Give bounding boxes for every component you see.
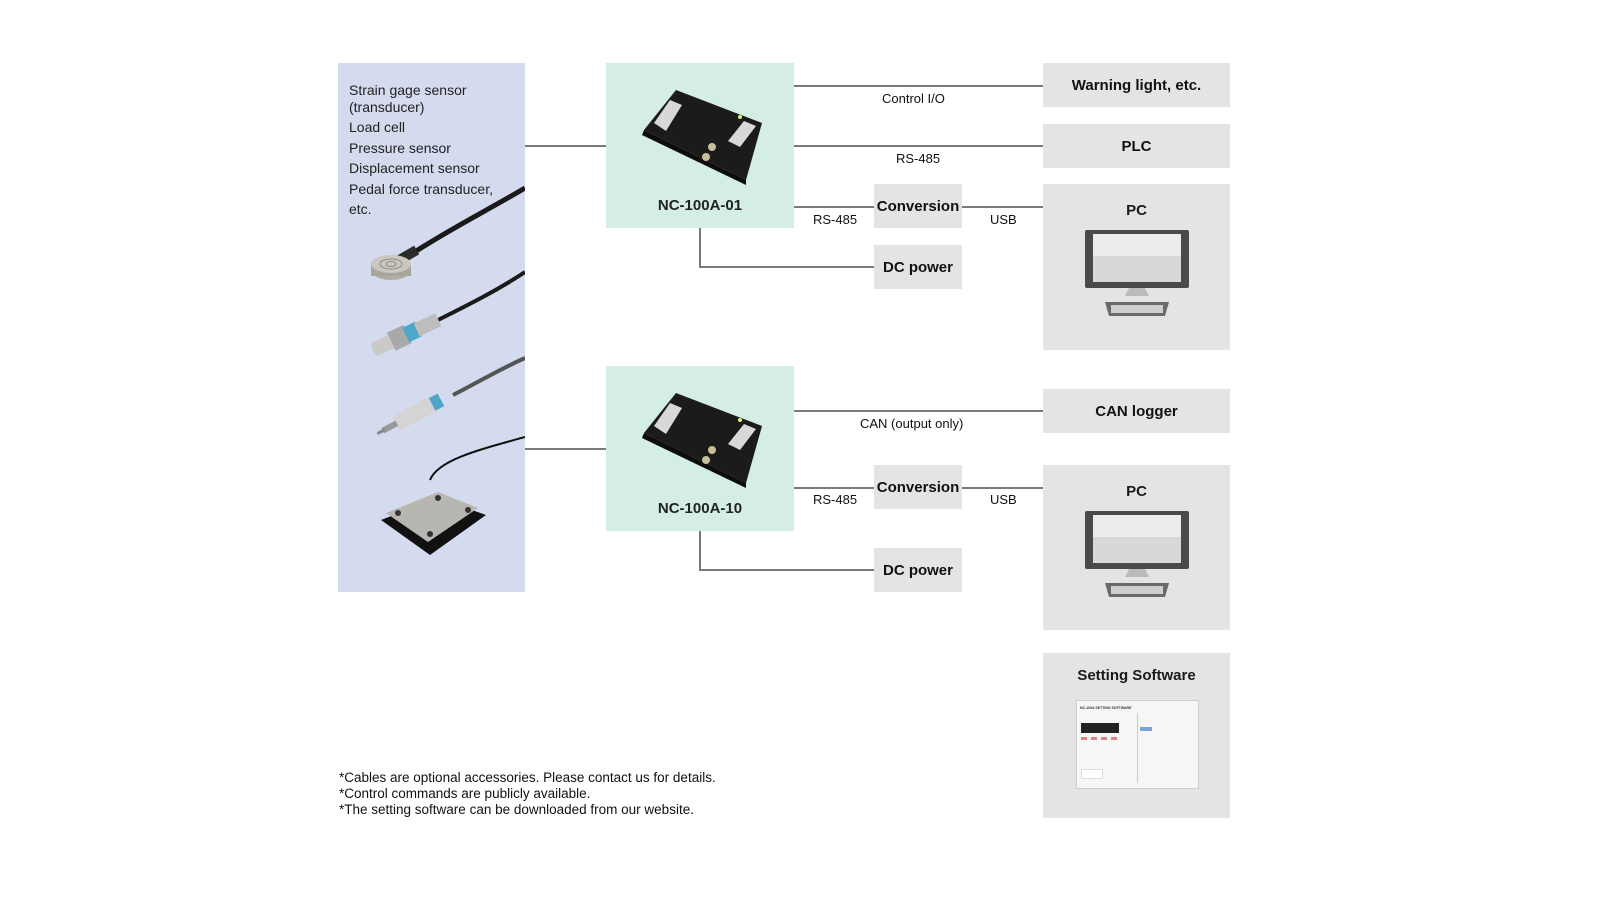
sensor-item: (transducer): [349, 98, 425, 115]
control-io-line: [794, 85, 1043, 87]
sensor-item: Strain gage sensor: [349, 82, 467, 98]
footnote: *Cables are optional accessories. Please…: [339, 770, 716, 785]
footnote: *The setting software can be downloaded …: [339, 802, 694, 817]
sensor-images: [371, 185, 525, 555]
control-io-label: Control I/O: [882, 91, 945, 106]
rs485-conv-label: RS-485: [813, 492, 858, 507]
can-logger-box: CAN logger: [1043, 389, 1230, 433]
usb-line: [962, 487, 1043, 489]
pc-monitor-icon: [1085, 511, 1189, 597]
dc-power-vertical-line: [699, 228, 701, 267]
device-model-label: NC-100A-01: [657, 197, 743, 214]
pressure-sensor-image: [371, 270, 525, 356]
dc-power-line: [699, 569, 874, 571]
sensor-to-device1-line: [525, 145, 606, 147]
warning-light-box: Warning light, etc.: [1043, 63, 1230, 107]
pc-title: PC: [1126, 483, 1147, 500]
pc-monitor-icon: [1085, 230, 1189, 316]
dc-power-box: DC power: [874, 548, 962, 592]
software-field: [1081, 769, 1103, 779]
displacement-sensor-image: [376, 356, 525, 435]
rs485-conv-line: [794, 206, 874, 208]
conversion-box: Conversion: [874, 465, 962, 509]
sensor-list: Strain gage sensor (transducer) Load cel…: [349, 80, 493, 220]
pedal-force-transducer-image: [381, 436, 525, 555]
sensor-item: Load cell: [349, 119, 406, 135]
device-nc-100a-10: NC-100A-10: [606, 366, 794, 531]
device-nc-100a-01: NC-100A-01: [606, 63, 794, 228]
rs485-plc-line: [794, 145, 1043, 147]
usb-line: [962, 206, 1043, 208]
usb-label: USB: [990, 492, 1017, 507]
software-indicator: [1091, 737, 1097, 740]
footnote: *Control commands are publicly available…: [339, 786, 591, 801]
software-divider: [1137, 713, 1138, 783]
software-indicator: [1111, 737, 1117, 740]
usb-label: USB: [990, 212, 1017, 227]
footnotes: *Cables are optional accessories. Please…: [339, 770, 716, 818]
sensor-item: Pedal force transducer,: [349, 180, 493, 197]
software-indicator: [1101, 737, 1107, 740]
software-indicator: [1081, 737, 1087, 740]
dc-power-vertical-line: [699, 531, 701, 570]
sensor-item: Displacement sensor: [349, 160, 480, 176]
conversion-box: Conversion: [874, 184, 962, 228]
dc-power-line: [699, 266, 874, 268]
device-model-label: NC-100A-10: [657, 500, 743, 517]
sensor-to-device2-line: [525, 448, 606, 450]
amplifier-device-icon: [642, 90, 762, 185]
can-label: CAN (output only): [860, 416, 964, 431]
software-screen-title: NC-100A SETTING SOFTWARE: [1080, 706, 1132, 710]
setting-software-title: Setting Software: [1077, 667, 1196, 684]
rs485-conv-label: RS-485: [813, 212, 858, 227]
rs485-plc-label: RS-485: [896, 151, 941, 166]
software-highlight: [1140, 727, 1152, 731]
setting-software-box: Setting Software NC-100A SETTING SOFTWAR…: [1043, 653, 1230, 818]
can-line: [794, 410, 1043, 412]
rs485-conv-line: [794, 487, 874, 489]
pc-title: PC: [1126, 202, 1147, 219]
sensor-item: etc.: [349, 201, 372, 217]
load-cell-image: [371, 185, 525, 280]
software-screenshot: NC-100A SETTING SOFTWARE: [1076, 700, 1199, 789]
amplifier-device-icon: [642, 393, 762, 488]
pc-box: PC: [1043, 184, 1230, 350]
dc-power-box: DC power: [874, 245, 962, 289]
sensor-item: Pressure sensor: [349, 139, 451, 156]
plc-box: PLC: [1043, 124, 1230, 168]
pc-box: PC: [1043, 465, 1230, 630]
software-display: [1081, 723, 1119, 733]
